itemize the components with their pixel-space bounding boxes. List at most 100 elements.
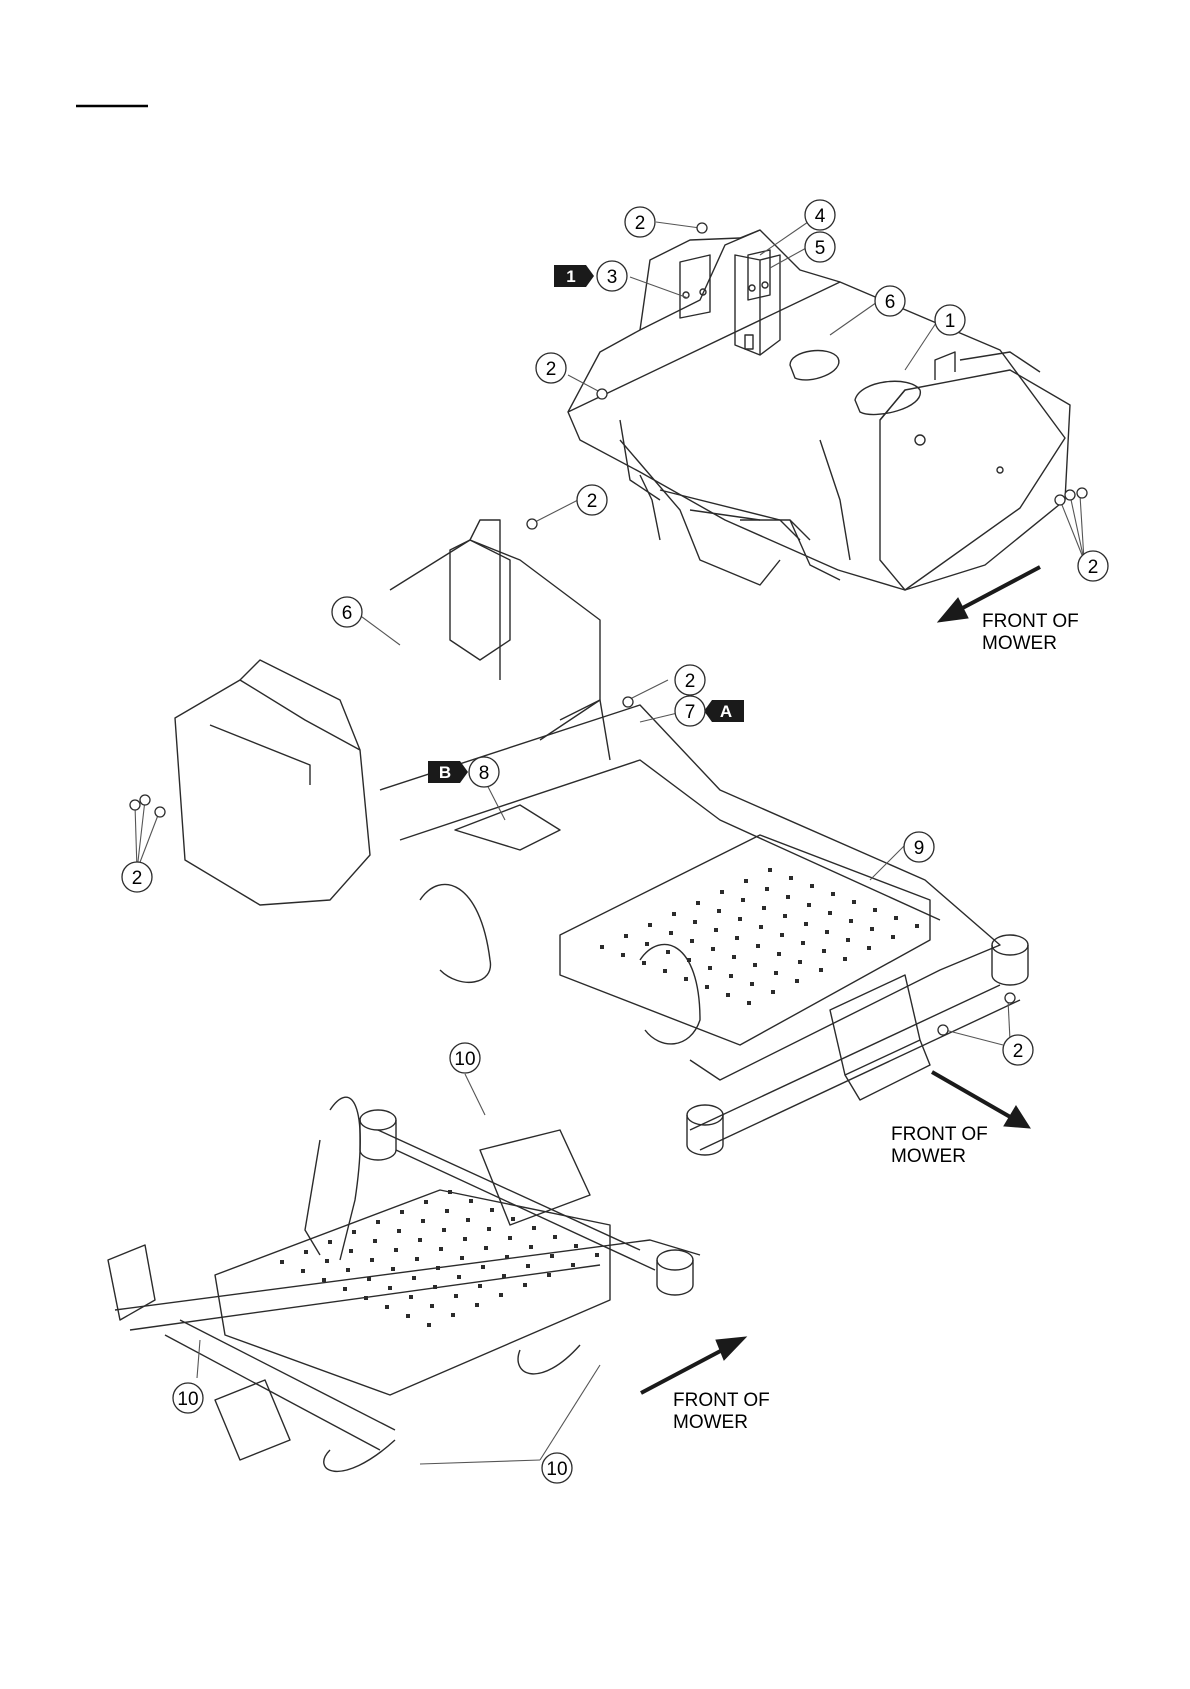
perforation-hole (672, 912, 676, 916)
perforation-hole (666, 950, 670, 954)
perforation-hole (499, 1293, 503, 1297)
perforation-hole (511, 1217, 515, 1221)
perforation-hole (705, 985, 709, 989)
perforation-hole (466, 1218, 470, 1222)
perforation-hole (280, 1260, 284, 1264)
perforation-hole (433, 1285, 437, 1289)
note-tag-label: B (439, 763, 451, 782)
note-tag-1: 1 (554, 265, 594, 287)
svg-text:4: 4 (815, 206, 826, 227)
arrow-front-mid (932, 1072, 1030, 1128)
callout-2: 2 (1078, 551, 1108, 581)
perforation-hole (445, 1209, 449, 1213)
perforation-hole (481, 1265, 485, 1269)
perforation-hole (720, 890, 724, 894)
callout-9: 9 (904, 832, 934, 862)
perforation-hole (454, 1294, 458, 1298)
arrow-front-bottom (641, 1337, 746, 1393)
perforation-hole (717, 909, 721, 913)
callout-6: 6 (332, 597, 362, 627)
perforation-hole (624, 934, 628, 938)
perforation-hole (828, 911, 832, 915)
perforation-hole (729, 974, 733, 978)
perforation-hole (442, 1228, 446, 1232)
svg-text:8: 8 (479, 763, 490, 784)
svg-text:5: 5 (815, 238, 826, 259)
perforation-hole (870, 927, 874, 931)
perforation-hole (505, 1255, 509, 1259)
perforation-hole (478, 1284, 482, 1288)
perforation-hole (735, 936, 739, 940)
callout-10: 10 (173, 1383, 203, 1413)
perforation-hole (364, 1296, 368, 1300)
svg-text:10: 10 (177, 1389, 198, 1410)
perforation-hole (648, 923, 652, 927)
perforation-hole (343, 1287, 347, 1291)
callout-2: 2 (625, 207, 655, 237)
perforation-hole (744, 879, 748, 883)
perforation-hole (780, 933, 784, 937)
perforation-hole (553, 1235, 557, 1239)
perforation-hole (427, 1323, 431, 1327)
callout-3: 3 (597, 261, 627, 291)
perforation-hole (301, 1269, 305, 1273)
perforation-hole (388, 1286, 392, 1290)
svg-text:2: 2 (685, 671, 696, 692)
svg-text:7: 7 (685, 702, 696, 723)
perforation-hole (526, 1264, 530, 1268)
perforation-hole (346, 1268, 350, 1272)
perforation-hole (891, 935, 895, 939)
perforation-hole (571, 1263, 575, 1267)
svg-text:2: 2 (635, 213, 646, 234)
perforation-hole (846, 938, 850, 942)
svg-text:2: 2 (587, 491, 598, 512)
svg-text:3: 3 (607, 267, 618, 288)
perforation-hole (370, 1258, 374, 1262)
callout-1: 1 (935, 305, 965, 335)
perforation-hole (349, 1249, 353, 1253)
perforation-hole (460, 1256, 464, 1260)
perforation-hole (325, 1259, 329, 1263)
callout-2: 2 (536, 353, 566, 383)
perforation-hole (574, 1244, 578, 1248)
perforation-hole (804, 922, 808, 926)
perforation-hole (645, 942, 649, 946)
front-frame-assembly (108, 1097, 700, 1471)
svg-text:6: 6 (885, 292, 896, 313)
perforation-hole (825, 930, 829, 934)
callout-10: 10 (450, 1043, 480, 1073)
perforation-hole (768, 868, 772, 872)
perforation-hole (684, 977, 688, 981)
perforation-hole (529, 1245, 533, 1249)
perforation-hole (738, 917, 742, 921)
perforation-hole (502, 1274, 506, 1278)
svg-text:2: 2 (1088, 557, 1099, 578)
perforation-hole (756, 944, 760, 948)
note-tag-b: B (428, 761, 468, 783)
svg-text:2: 2 (546, 359, 557, 380)
perforation-hole (406, 1314, 410, 1318)
callout-7: 7 (675, 696, 705, 726)
front-label-line1: FRONT OF (982, 611, 1079, 632)
perforation-hole (394, 1248, 398, 1252)
perforation-hole (412, 1276, 416, 1280)
perforation-hole (867, 946, 871, 950)
callout-2: 2 (675, 665, 705, 695)
perforation-hole (421, 1219, 425, 1223)
front-deck-perforations (280, 1190, 599, 1327)
perforation-hole (789, 876, 793, 880)
perforation-hole (418, 1238, 422, 1242)
callout-4: 4 (805, 200, 835, 230)
perforation-hole (714, 928, 718, 932)
perforation-hole (777, 952, 781, 956)
perforation-hole (663, 969, 667, 973)
perforation-hole (915, 924, 919, 928)
perforation-hole (373, 1239, 377, 1243)
perforation-hole (774, 971, 778, 975)
front-of-mower-labels: FRONT OF MOWER FRONT OF MOWER FRONT OF M… (673, 611, 1079, 1433)
fasteners (130, 223, 1087, 1035)
perforation-hole (439, 1247, 443, 1251)
perforation-hole (894, 916, 898, 920)
